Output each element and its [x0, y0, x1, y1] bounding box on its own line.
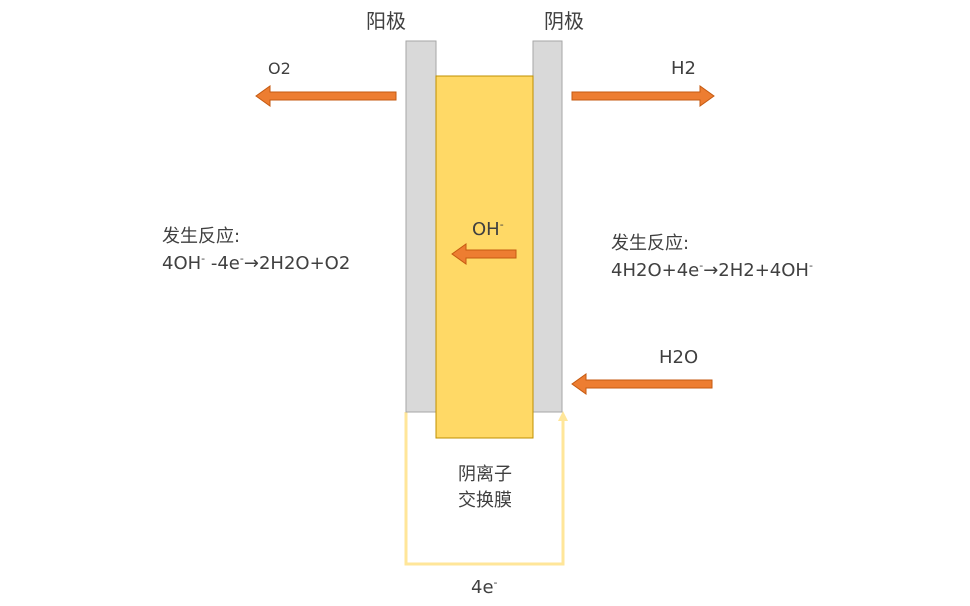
membrane-caption-line2: 交换膜 [458, 490, 512, 511]
cathode-eq-charge1: - [699, 259, 704, 272]
electron-flow-charge: - [493, 576, 498, 589]
oh-ion-charge: - [499, 218, 504, 231]
h2-arrow [571, 85, 715, 107]
anode-electrode [405, 40, 437, 413]
anode-eq-part1: 4OH [162, 253, 202, 274]
oh-ion-arrow [451, 243, 517, 265]
circuit-arrowhead [558, 411, 568, 421]
oh-ion-text: OH [472, 219, 500, 240]
cathode-electrode [532, 40, 563, 413]
anode-eq-part3: →2H2O+O2 [243, 253, 351, 274]
anode-eq-charge1: - [201, 252, 206, 265]
anode-reaction-equation: 4OH- -4e-→2H2O+O2 [162, 252, 351, 274]
cathode-eq-part1: 4H2O+4e [611, 260, 700, 281]
electron-flow-label: 4e- [471, 576, 498, 598]
h2o-arrow [571, 373, 713, 395]
anode-eq-part2: -4e [205, 253, 240, 274]
cathode-label: 阴极 [544, 9, 584, 33]
anode-reaction-title: 发生反应: [162, 226, 241, 247]
oh-ion-label: OH- [472, 218, 504, 240]
anode-label: 阳极 [366, 9, 406, 33]
external-circuit-wire [404, 412, 565, 566]
o2-arrow [255, 85, 397, 107]
cathode-reaction-equation: 4H2O+4e-→2H2+4OH- [611, 259, 813, 281]
cathode-eq-charge2: - [808, 259, 813, 272]
cathode-eq-part2: →2H2+4OH [703, 260, 809, 281]
h2-label: H2 [671, 58, 696, 79]
h2o-label: H2O [659, 347, 699, 368]
electron-flow-text: 4e [471, 577, 494, 598]
membrane-caption: 阴离子 交换膜 [445, 462, 525, 514]
membrane-caption-line1: 阴离子 [458, 464, 512, 485]
anode-eq-charge2: - [239, 252, 244, 265]
cathode-reaction-title: 发生反应: [611, 233, 690, 254]
o2-label: O2 [268, 59, 291, 78]
